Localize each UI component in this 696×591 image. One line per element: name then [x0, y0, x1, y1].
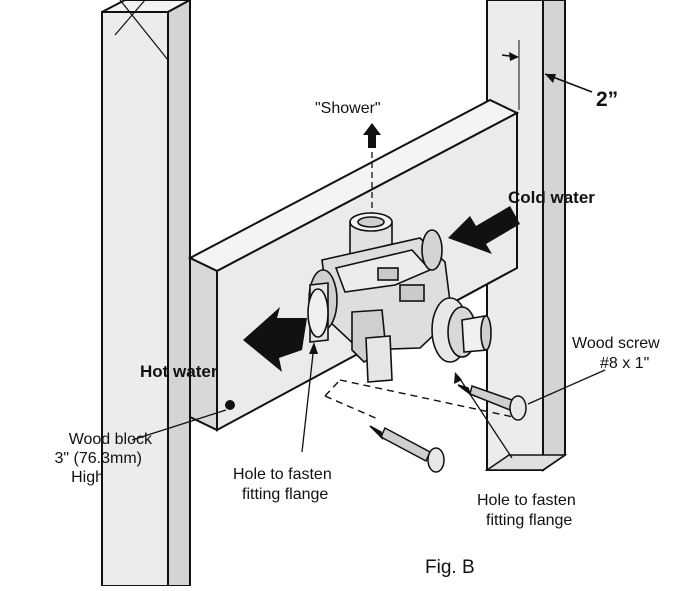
dimension-label: 2” [596, 88, 618, 111]
wood-screw-left [369, 425, 445, 473]
hot-water-label: Hot water [140, 362, 218, 381]
wood-screw-right [457, 384, 527, 421]
wood-block-label-1: Wood block [69, 431, 153, 448]
figure-caption: Fig. B [425, 557, 475, 578]
hole-left-leader [301, 344, 315, 453]
wood-block-leader [131, 409, 227, 441]
shower-label: "Shower" [315, 100, 381, 117]
wood-screw-label-2: #8 x 1" [600, 355, 649, 372]
left-stud [101, 0, 191, 587]
hot-water-arrow [243, 307, 307, 372]
hole-right-label-2: fitting flange [486, 512, 572, 529]
shower-valve [307, 212, 492, 383]
wood-block-label-3: High [71, 469, 104, 486]
cold-water-label: Cold water [508, 188, 595, 207]
wood-screw-leader [527, 369, 606, 405]
wood-block-marker [225, 400, 235, 410]
cold-water-arrow [448, 206, 520, 254]
hole-right-label-1: Hole to fasten [477, 492, 576, 509]
dimension-marker [501, 52, 593, 93]
mounting-dashed-lines [324, 379, 519, 421]
wood-block-label-2: 3" (76.3mm) [55, 450, 142, 467]
hole-left-label-2: fitting flange [242, 486, 328, 503]
shower-arrow [363, 123, 381, 222]
hole-left-label-1: Hole to fasten [233, 466, 332, 483]
hole-right-leader [457, 375, 513, 459]
wood-screw-label-1: Wood screw [572, 335, 660, 352]
